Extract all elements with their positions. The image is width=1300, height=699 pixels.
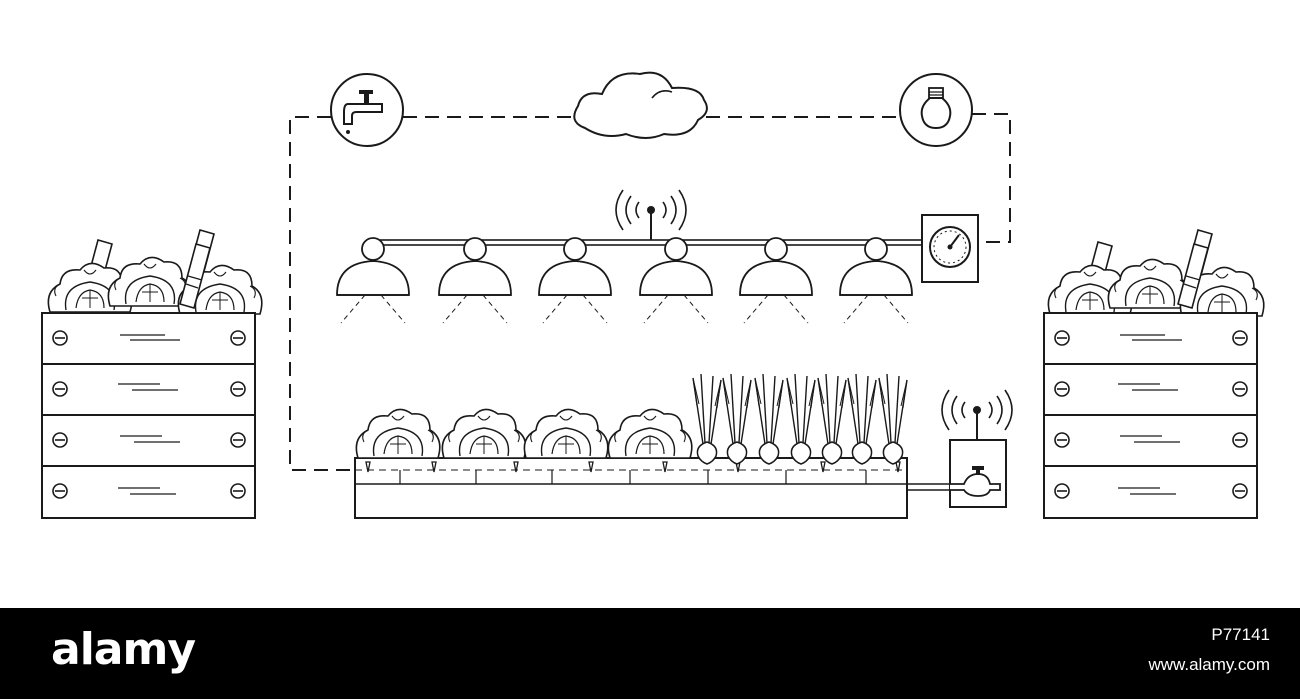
planter-bed bbox=[354, 457, 908, 519]
grow-lamps bbox=[336, 237, 913, 324]
control-loop bbox=[289, 113, 1011, 471]
left-crate bbox=[41, 229, 263, 519]
watermark-banner: alamy P77141 www.alamy.com bbox=[0, 608, 1300, 699]
light-bulb-icon bbox=[899, 73, 973, 147]
gauge-icon bbox=[921, 214, 979, 283]
brand-logo: alamy bbox=[51, 624, 196, 675]
site-url: www.alamy.com bbox=[1148, 655, 1270, 674]
bed-cabbages bbox=[355, 408, 693, 459]
smart-farm-diagram bbox=[41, 71, 1265, 519]
water-valve-icon bbox=[949, 406, 1007, 508]
right-crate bbox=[1043, 229, 1265, 519]
image-id: P77141 bbox=[1211, 625, 1270, 644]
grow-light-rail bbox=[369, 206, 923, 246]
cloud-icon bbox=[573, 71, 708, 139]
water-tap-icon bbox=[330, 73, 404, 147]
water-pipe bbox=[907, 483, 950, 491]
bed-onions bbox=[692, 373, 908, 465]
